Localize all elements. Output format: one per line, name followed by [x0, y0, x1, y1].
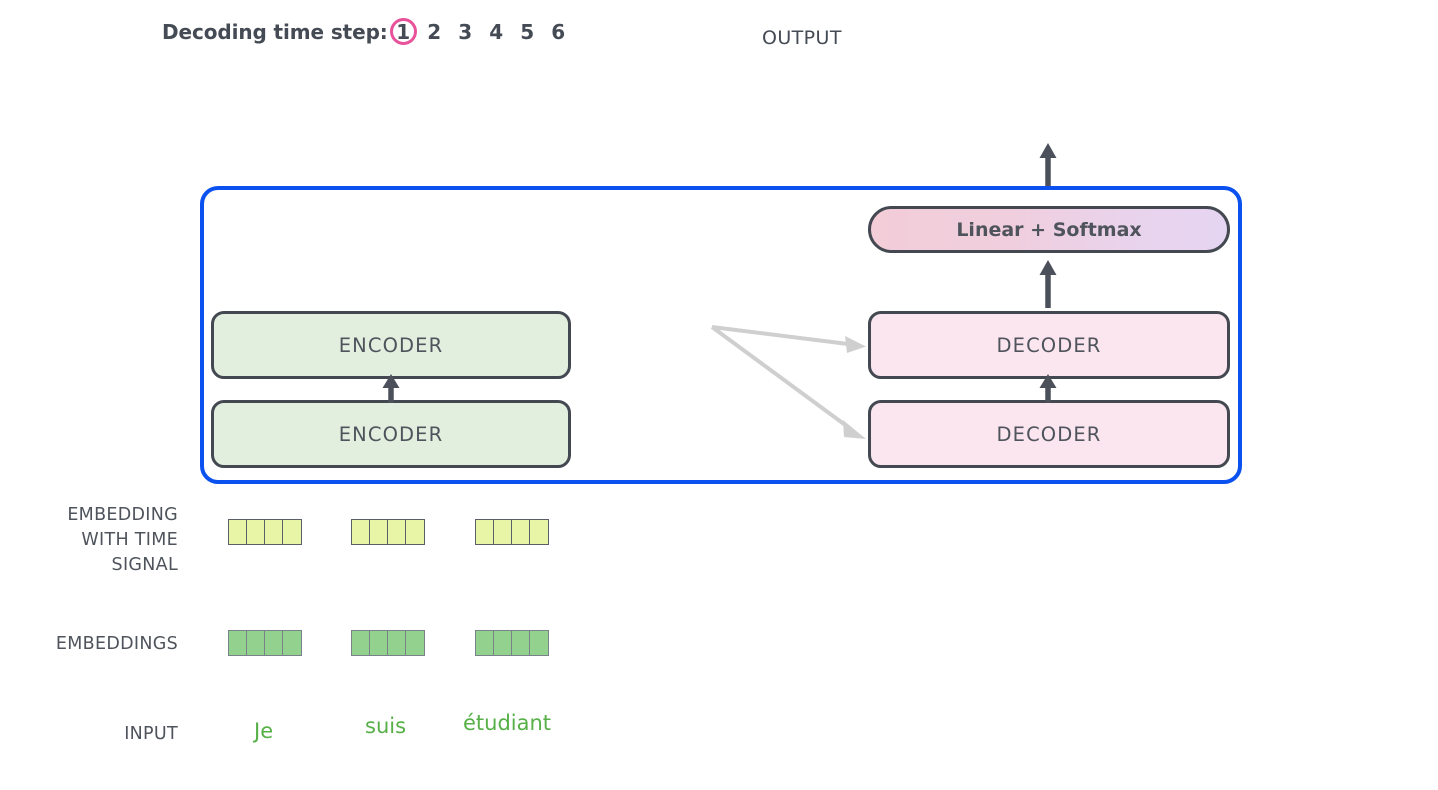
output-arrow-icon — [1039, 143, 1057, 190]
embedding-cell — [529, 630, 549, 656]
embedding-cell — [228, 630, 248, 656]
encoder-to-decoder-arrows — [710, 325, 866, 439]
embedding-cells-token-0 — [228, 630, 302, 656]
embedding-with-time-signal-label: EMBEDDING WITH TIME SIGNAL — [0, 503, 178, 578]
encoder-box-top[interactable]: ENCODER — [211, 311, 571, 379]
time-signal-cell — [493, 519, 513, 545]
decoding-timestep-bar: Decoding time step: 1 2 3 4 5 6 — [162, 18, 574, 45]
embedding-cell — [246, 630, 266, 656]
decoder-to-linear-arrow-icon — [1039, 260, 1057, 308]
embedding-cell — [493, 630, 513, 656]
time-signal-cell — [475, 519, 495, 545]
embedding-cell — [369, 630, 389, 656]
time-signal-cells-token-1 — [351, 519, 425, 545]
timestep-option-3[interactable]: 3 — [458, 20, 473, 44]
embedding-cell — [475, 630, 495, 656]
encoder-box-bottom[interactable]: ENCODER — [211, 400, 571, 468]
encoder-stack-arrow-icon — [382, 374, 400, 403]
embedding-cell — [264, 630, 284, 656]
transformer-model-container — [200, 186, 1242, 484]
decoder-box-bottom[interactable]: DECODER — [868, 400, 1230, 468]
time-signal-cell — [369, 519, 389, 545]
output-label: OUTPUT — [762, 27, 842, 49]
timestep-option-5[interactable]: 5 — [520, 20, 535, 44]
embedding-with-time-signal-line-1: EMBEDDING — [67, 505, 178, 525]
embedding-with-time-signal-line-3: SIGNAL — [111, 555, 178, 575]
embedding-cell — [405, 630, 425, 656]
embedding-cell — [511, 630, 531, 656]
embedding-cell — [351, 630, 371, 656]
timestep-option-2[interactable]: 2 — [427, 20, 442, 44]
input-token-0: Je — [254, 719, 274, 743]
input-label: INPUT — [124, 724, 178, 744]
time-signal-cell — [264, 519, 284, 545]
time-signal-cells-token-0 — [228, 519, 302, 545]
time-signal-cell — [529, 519, 549, 545]
decoder-box-top[interactable]: DECODER — [868, 311, 1230, 379]
embedding-cell — [387, 630, 407, 656]
time-signal-cell — [387, 519, 407, 545]
embedding-cells-token-2 — [475, 630, 549, 656]
time-signal-cell — [351, 519, 371, 545]
embeddings-label: EMBEDDINGS — [55, 634, 178, 654]
input-token-2: étudiant — [463, 711, 552, 735]
timestep-option-1[interactable]: 1 — [388, 18, 419, 45]
time-signal-cells-token-2 — [475, 519, 549, 545]
input-token-1: suis — [365, 714, 407, 738]
embedding-cells-token-1 — [351, 630, 425, 656]
timestep-option-4[interactable]: 4 — [489, 20, 504, 44]
time-signal-cell — [246, 519, 266, 545]
time-signal-cell — [511, 519, 531, 545]
time-signal-cell — [405, 519, 425, 545]
decoder-stack-arrow-icon — [1039, 374, 1057, 403]
time-signal-cell — [228, 519, 248, 545]
embedding-cell — [282, 630, 302, 656]
timestep-option-6[interactable]: 6 — [551, 20, 566, 44]
embedding-with-time-signal-line-2: WITH TIME — [81, 530, 178, 550]
linear-softmax-box[interactable]: Linear + Softmax — [868, 206, 1230, 253]
time-signal-cell — [282, 519, 302, 545]
decoding-timestep-label: Decoding time step: — [162, 20, 388, 44]
